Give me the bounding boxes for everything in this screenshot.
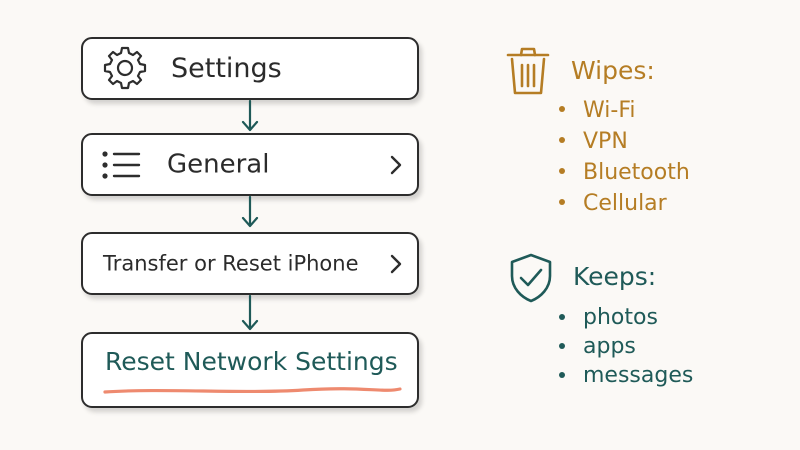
wipes-item: Bluetooth (557, 157, 690, 188)
wipes-heading: Wipes: (571, 56, 655, 85)
keeps-heading: Keeps: (573, 262, 657, 291)
keeps-list: photos apps messages (557, 303, 693, 390)
gear-icon (103, 46, 147, 90)
wipes-list: Wi-Fi VPN Bluetooth Cellular (557, 95, 690, 219)
transfer-reset-step[interactable]: Transfer or Reset iPhone (81, 232, 419, 295)
trash-icon (506, 47, 550, 95)
reset-network-label: Reset Network Settings (105, 346, 398, 376)
settings-label: Settings (171, 52, 282, 84)
chevron-right-icon (390, 254, 402, 273)
shield-check-icon (510, 253, 552, 303)
flow-arrow-2 (241, 195, 259, 228)
wipes-item: Cellular (557, 188, 690, 219)
flow-arrow-1 (241, 99, 259, 132)
transfer-reset-label: Transfer or Reset iPhone (103, 251, 359, 276)
general-label: General (167, 148, 270, 179)
highlight-underline (103, 387, 402, 394)
flow-arrow-3 (241, 294, 259, 331)
keeps-item: messages (557, 361, 693, 390)
general-step[interactable]: General (81, 133, 419, 196)
list-icon (102, 151, 141, 179)
chevron-right-icon (390, 155, 402, 174)
wipes-item: VPN (557, 126, 690, 157)
wipes-item: Wi-Fi (557, 95, 690, 126)
keeps-item: photos (557, 303, 693, 332)
keeps-item: apps (557, 332, 693, 361)
reset-network-step[interactable]: Reset Network Settings (81, 332, 419, 408)
settings-step[interactable]: Settings (81, 37, 419, 100)
